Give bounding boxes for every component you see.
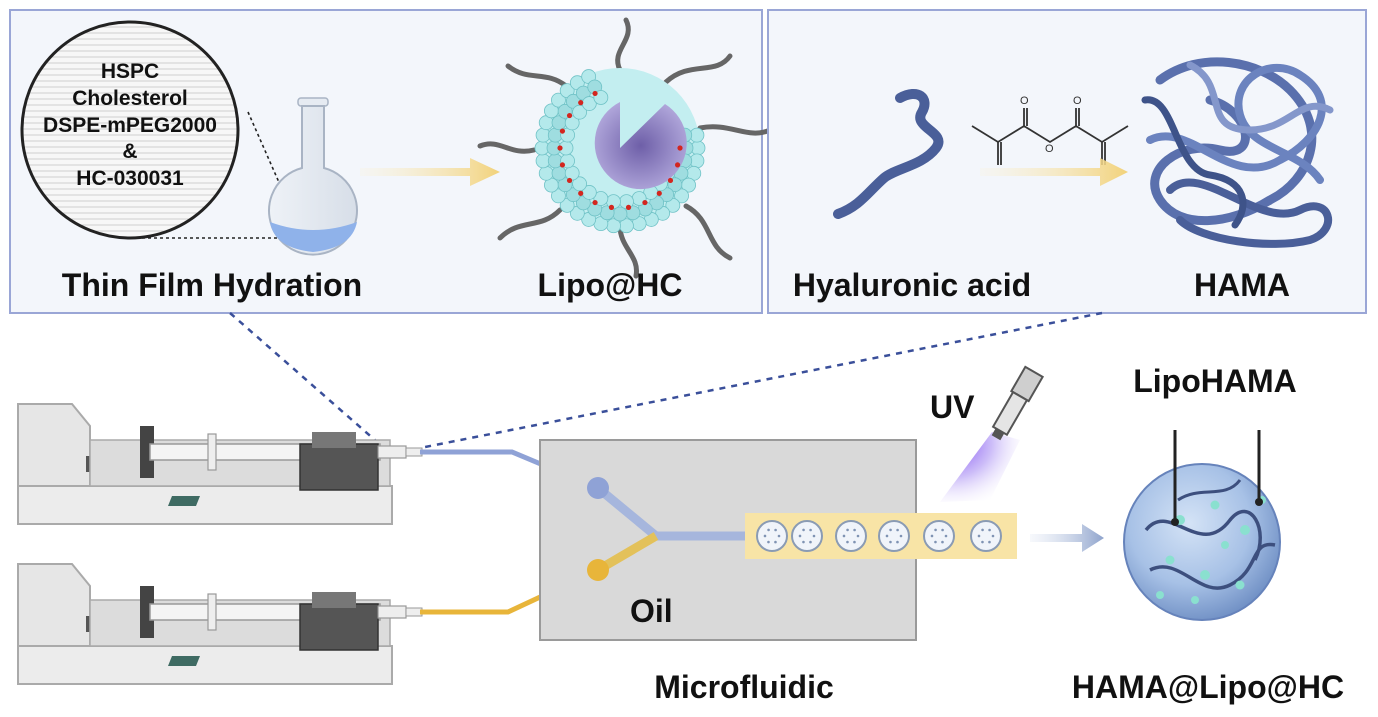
atom-label: O	[1020, 95, 1029, 107]
hama-label: HAMA	[1194, 267, 1290, 303]
droplet	[756, 520, 788, 552]
process-arrow	[980, 158, 1128, 186]
syringe-pump-icon	[17, 403, 423, 525]
microsphere-icon	[1123, 430, 1281, 621]
hama-network-icon	[1141, 57, 1334, 248]
uv-label: UV	[930, 389, 975, 425]
droplet	[970, 520, 1002, 552]
hyaluronic-chain-icon	[833, 89, 944, 219]
recipe-line: HSPC	[101, 60, 159, 83]
flask-icon	[268, 97, 358, 256]
atom-label: O	[1045, 143, 1054, 155]
process-arrow	[360, 158, 500, 186]
liposome-icon	[477, 17, 773, 279]
recipe-line: &	[122, 140, 137, 163]
recipe-magnifier: HSPC Cholesterol DSPE-mPEG2000 & HC-0300…	[20, 20, 240, 240]
droplet	[835, 520, 867, 552]
callout-line	[419, 311, 1103, 450]
uv-lamp-icon	[940, 365, 1045, 502]
final-product-label: HAMA@Lipo@HC	[1072, 669, 1344, 705]
magnifier-guides	[130, 111, 301, 239]
lipo-hc-label: Lipo@HC	[538, 267, 683, 303]
recipe-line: DSPE-mPEG2000	[43, 114, 217, 137]
droplet	[923, 520, 955, 552]
droplet	[878, 520, 910, 552]
droplet-train	[756, 520, 1002, 552]
oil-label: Oil	[630, 593, 673, 629]
process-arrow	[1030, 524, 1104, 552]
hydrogel-panel	[767, 9, 1367, 314]
microfluidic-label: Microfluidic	[654, 669, 834, 705]
droplet	[791, 520, 823, 552]
syringe-pump-icon	[17, 563, 423, 685]
recipe-line: Cholesterol	[72, 87, 188, 110]
lipohama-label: LipoHAMA	[1133, 363, 1297, 399]
recipe-line: HC-030031	[76, 167, 184, 190]
callout-line	[229, 312, 385, 449]
atom-label: O	[1073, 95, 1082, 107]
thin-film-hydration-label: Thin Film Hydration	[62, 267, 362, 303]
hyaluronic-acid-label: Hyaluronic acid	[793, 267, 1031, 303]
